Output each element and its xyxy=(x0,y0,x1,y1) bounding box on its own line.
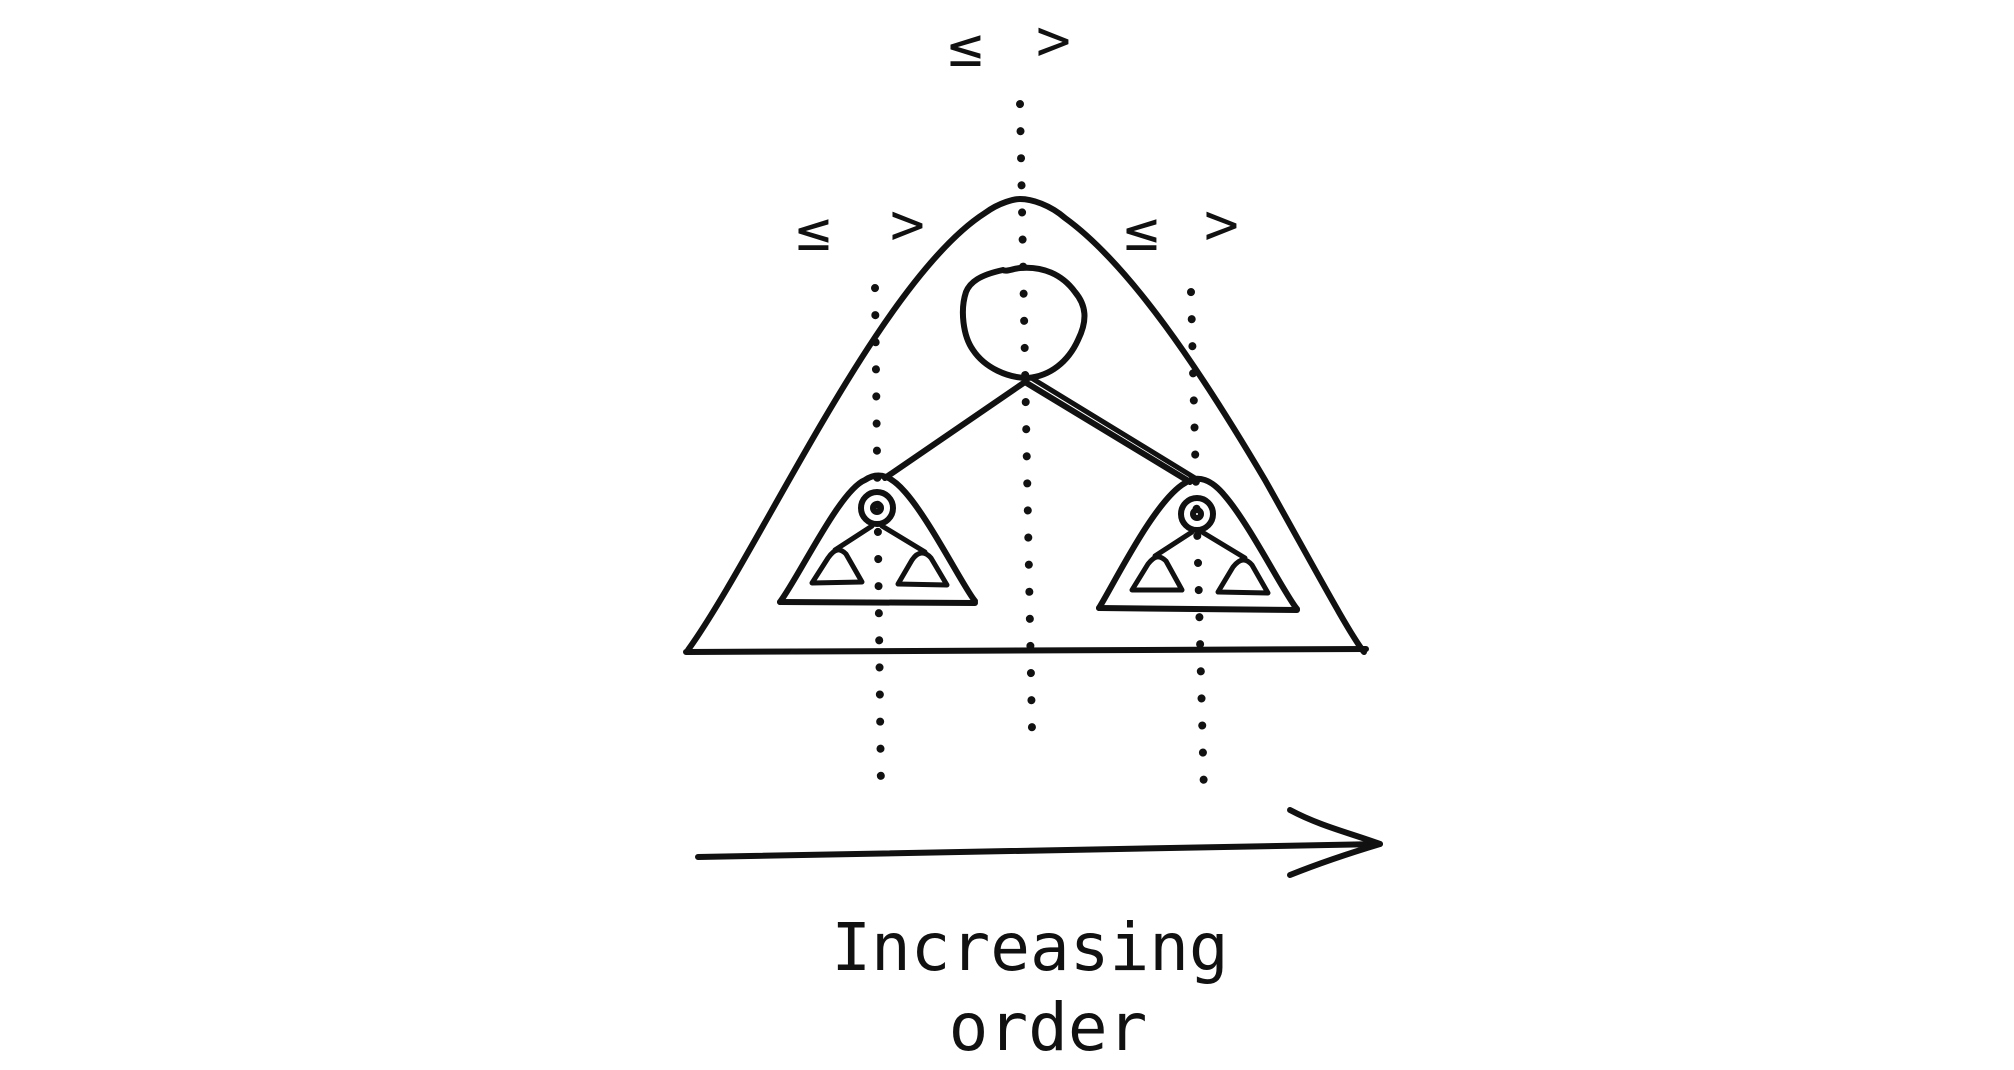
root-node xyxy=(959,264,1088,381)
arrow-head xyxy=(1287,807,1383,878)
caption: Increasing order xyxy=(831,909,1228,1066)
left-subtree-right-child xyxy=(895,550,950,588)
left-subtree xyxy=(777,472,978,606)
left-subtree-base xyxy=(777,599,978,606)
outer-tree-base xyxy=(683,646,1369,655)
right-dotted-divider xyxy=(1187,288,1208,798)
increasing-order-arrow xyxy=(695,807,1383,878)
right-subtree-outline xyxy=(1096,475,1300,612)
right-subtree-left-edge xyxy=(1152,529,1195,559)
root-le-symbol: ≤ xyxy=(948,12,983,80)
right-subtree-base xyxy=(1096,605,1300,613)
right-subtree-right-child xyxy=(1215,557,1271,596)
arrow-shaft xyxy=(695,841,1383,860)
left-subtree-node-dot xyxy=(870,501,884,515)
right-subtree-node-dot xyxy=(1190,507,1204,521)
left-subtree-outline xyxy=(777,472,978,605)
right-comparison-symbols: ≤ > xyxy=(1124,190,1239,264)
left-subtree-left-edge xyxy=(832,523,875,553)
outer-tree-outline xyxy=(685,196,1367,655)
left-comparison-symbols: ≤ > xyxy=(796,190,925,264)
root-gt-symbol: > xyxy=(1036,6,1071,74)
left-gt-symbol: > xyxy=(890,190,925,258)
left-le-symbol: ≤ xyxy=(796,196,831,264)
right-subtree-right-edge xyxy=(1199,529,1248,561)
left-dotted-divider xyxy=(871,284,885,794)
right-edge xyxy=(1022,379,1193,485)
outer-tree-shape xyxy=(683,196,1369,655)
right-edge-stroke xyxy=(1030,376,1198,481)
root-comparison-symbols: ≤ > xyxy=(948,6,1071,80)
right-subtree xyxy=(1096,475,1300,613)
right-le-symbol: ≤ xyxy=(1124,196,1159,264)
caption-line-2: order xyxy=(949,989,1148,1066)
right-subtree-left-child xyxy=(1129,554,1185,593)
left-subtree-node xyxy=(858,489,896,527)
left-edge xyxy=(882,379,1028,481)
right-subtree-node xyxy=(1178,495,1216,533)
left-subtree-right-edge xyxy=(879,523,928,555)
right-gt-symbol: > xyxy=(1204,190,1239,258)
caption-line-1: Increasing xyxy=(831,909,1228,986)
left-subtree-left-child xyxy=(809,547,865,586)
